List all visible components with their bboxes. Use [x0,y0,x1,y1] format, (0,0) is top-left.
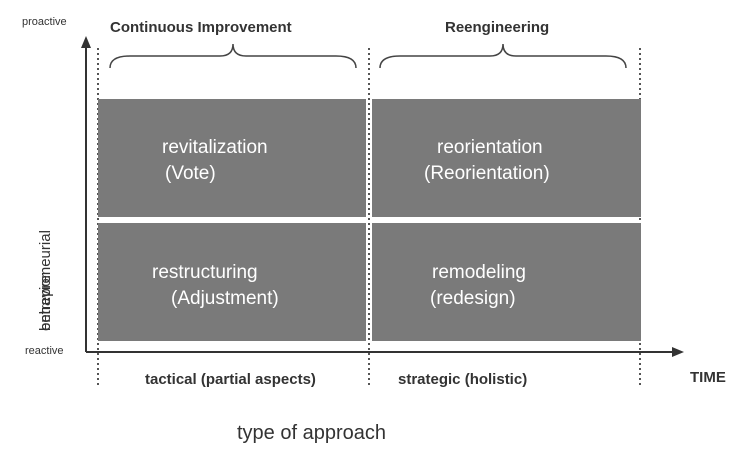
quadrant-top-right-title: reorientation [437,137,543,158]
quadrant-top-left-subtitle: (Vote) [165,163,216,184]
x-axis-left-label: tactical (partial aspects) [145,371,316,388]
x-axis-end-label: TIME [690,369,726,386]
quadrant-top-right-subtitle: (Reorientation) [424,163,550,184]
quadrant-bottom-right: remodeling (redesign) [372,223,641,341]
y-axis-bottom-label: reactive [25,345,64,357]
header-reengineering: Reengineering [445,19,550,36]
x-axis-caption: type of approach [237,422,386,444]
y-axis-title-b: behavior [37,273,54,331]
header-continuous-improvement: Continuous Improvement [110,19,292,36]
quadrant-bottom-right-title: remodeling [432,262,526,283]
quadrant-bottom-left-subtitle: (Adjustment) [171,288,279,309]
quadrant-bottom-right-subtitle: (redesign) [430,288,516,309]
x-axis-right-label: strategic (holistic) [398,371,528,388]
brace-right [379,43,627,69]
y-axis-arrow [81,36,91,48]
quadrant-bottom-left-title: restructuring [152,262,258,283]
quadrant-bottom-left: restructuring (Adjustment) [98,223,366,341]
quadrant-top-right: reorientation (Reorientation) [372,99,641,217]
brace-left [109,43,357,69]
y-axis-top-label: proactive [22,16,67,28]
x-axis-arrow [672,347,684,357]
quadrant-top-left: revitalization (Vote) [98,99,366,217]
quadrant-top-left-title: revitalization [162,137,268,158]
